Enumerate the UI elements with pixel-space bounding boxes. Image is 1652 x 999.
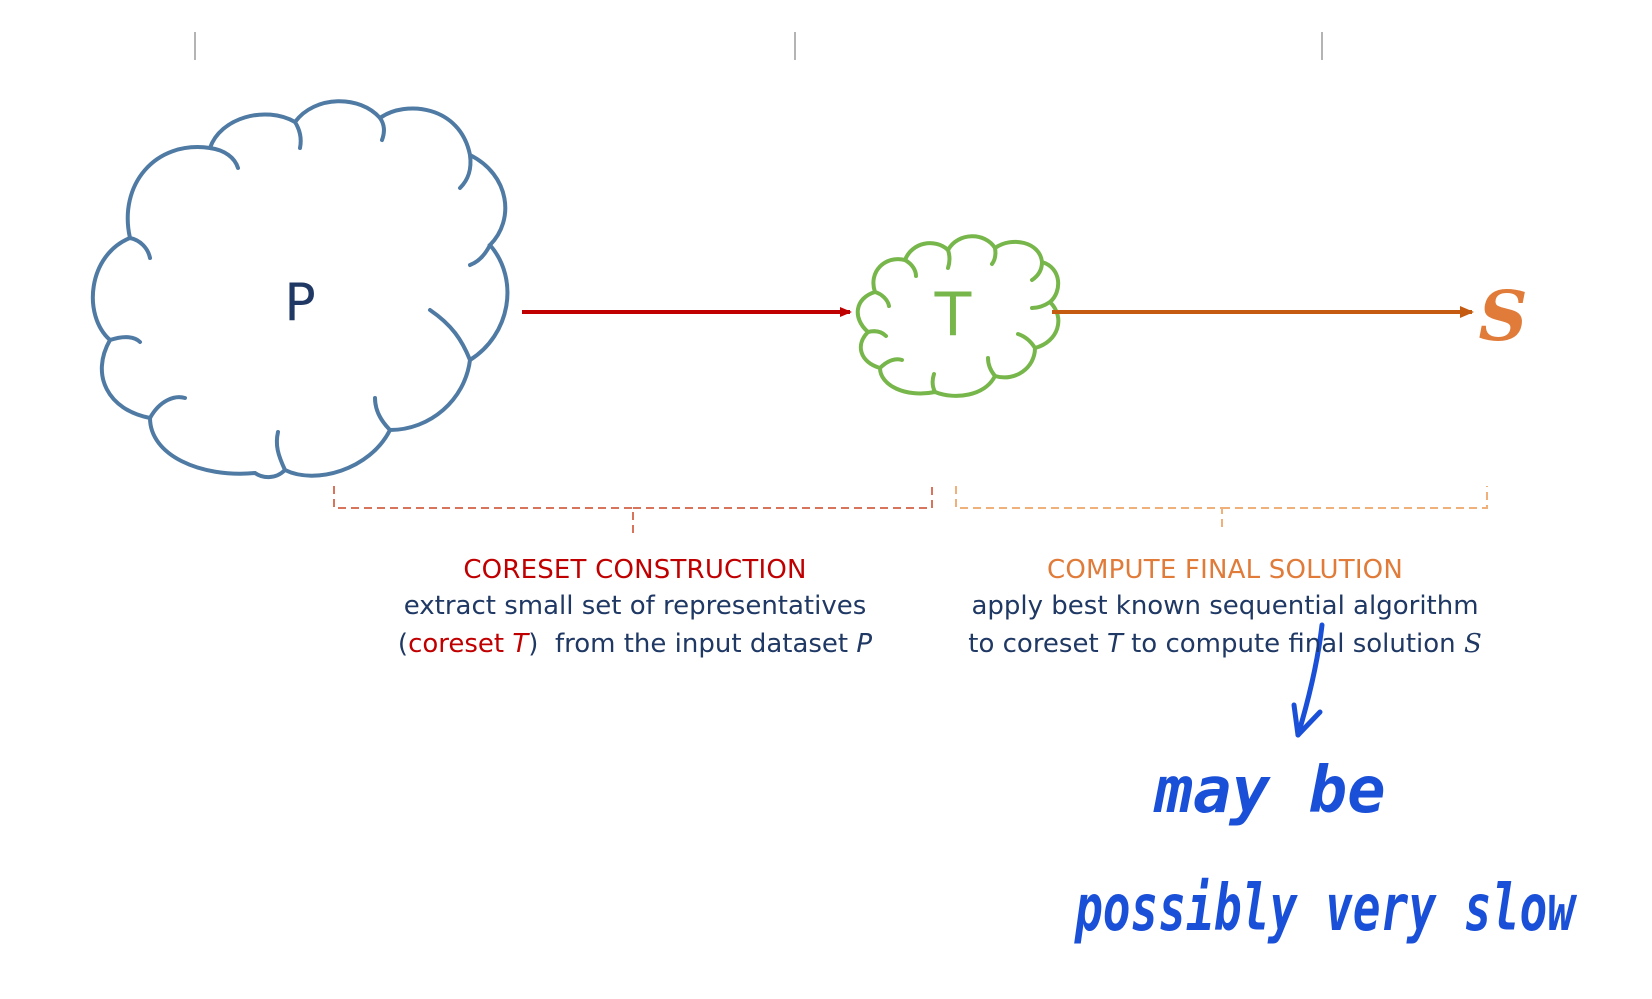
compute-final-solution-title: COMPUTE FINAL SOLUTION [1047, 555, 1403, 585]
annotation-arrow-head [1291, 702, 1323, 738]
coreset-construction-title: CORESET CONSTRUCTION [463, 555, 807, 585]
annotation-line-1: may be [1152, 754, 1385, 828]
s-label: S [1478, 277, 1527, 357]
dataset-P: P [856, 629, 873, 659]
coreset-T: T [512, 629, 529, 659]
coreset-word: coreset [408, 629, 513, 659]
handwritten-annotation: may be possibly very slow [1074, 622, 1578, 946]
p-label: P [284, 273, 315, 333]
t-cloud [855, 234, 1061, 398]
brace-coreset [333, 486, 933, 538]
paren-open: ( [397, 629, 409, 659]
compute-final-solution-block: COMPUTE FINAL SOLUTION apply best known … [925, 553, 1525, 663]
paren-close: ) [528, 629, 539, 659]
annotation-line-2: possibly very slow [1074, 872, 1578, 946]
coreset-T-ref: T [1106, 629, 1123, 659]
compute-final-solution-line-2: to coreset T to compute final solution S [925, 625, 1525, 663]
annotation-arrow-shaft [1295, 622, 1325, 738]
coreset-construction-line-1: extract small set of representatives [403, 591, 867, 621]
t-label: T [934, 280, 972, 350]
line2-pre: to coreset [968, 629, 1107, 659]
brace-compute [955, 486, 1488, 530]
line2-rest: from the input dataset [538, 629, 857, 659]
coreset-construction-line-2: (coreset T) from the input dataset P [330, 625, 940, 663]
line2-mid: to compute final solution [1122, 629, 1464, 659]
coreset-construction-block: CORESET CONSTRUCTION extract small set o… [330, 553, 940, 663]
solution-S: S [1463, 629, 1482, 659]
compute-final-solution-line-1: apply best known sequential algorithm [971, 591, 1479, 621]
p-cloud [90, 99, 510, 480]
top-ticks [194, 32, 1323, 60]
